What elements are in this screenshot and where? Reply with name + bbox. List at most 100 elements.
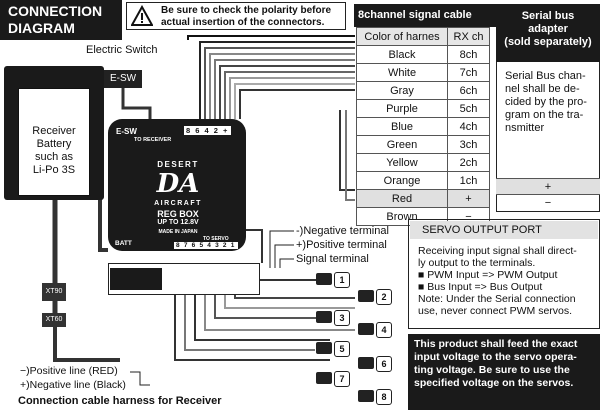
electric-switch: E-SW [104,70,142,88]
battery-line: Li-Po 3S [32,164,76,176]
serial-bus-plus: + [496,178,600,195]
table-cell: 5ch [447,99,490,118]
servo-number: 4 [376,322,392,338]
table-cell: Black [356,45,448,64]
notice-line: specified voltage on the servos. [414,377,574,389]
regbox-pins-bottom: 8 7 6 5 4 3 2 1 [174,242,238,249]
xt60-connector: XT60 [42,313,66,327]
servo-output-line: ■ PWM Input => PWM Output [418,269,558,281]
harness-positive-line: +)Negative line (Black) [20,379,126,391]
regbox-to-servo: TO SERVO [203,236,229,242]
negative-terminal-label: -)Negative terminal [296,225,389,237]
table-cell: Yellow [356,153,448,172]
warning-line2: actual insertion of the connectors. [161,17,325,28]
diagram-title: CONNECTION DIAGRAM [0,0,122,40]
table-row: Blue 4ch [356,117,490,136]
signal-terminal-label: Signal terminal [296,253,369,265]
serial-title-line: Serial bus [521,10,575,22]
table-header: Color of harnes [356,27,448,46]
table-row: Gray 6ch [356,81,490,100]
warning-icon [131,5,153,26]
table-row: Orange 1ch [356,171,490,190]
table-cell: Blue [356,117,448,136]
table-row: Red + [356,189,490,208]
table-row: Green 3ch [356,135,490,154]
reg-box-unit [108,119,246,251]
table-cell: 8ch [447,45,490,64]
servo-output-description: Receiving input signal shall direct- ly … [418,245,600,317]
table-row: Black 8ch [356,45,490,64]
table-cell: Gray [356,81,448,100]
servo-number: 8 [376,389,392,405]
serial-title-line: (sold separately) [504,36,592,48]
table-cell: 7ch [447,63,490,82]
serial-title-line: adapter [528,23,568,35]
table-cell: 2ch [447,153,490,172]
servo-number: 7 [334,371,350,387]
xt90-connector: XT90 [42,283,66,301]
regbox-to-receiver: TO RECEIVER [134,137,172,143]
table-row: Purple 5ch [356,99,490,118]
notice-line: ting voltage. Be sure to use the [414,364,570,376]
servo-output-line: Note: Under the Serial connection [418,293,576,305]
table-cell: 1ch [447,171,490,190]
servo-output-title: SERVO OUTPUT PORT [410,221,598,239]
title-line2: DIAGRAM [8,20,75,36]
table-header: RX ch [447,27,490,46]
servo-number: 3 [334,310,350,326]
serial-bus-title: Serial bus adapter (sold separately) [496,4,600,62]
voltage-notice: This product shall feed the exact input … [408,334,600,410]
table-cell: White [356,63,448,82]
table-header-row: Color of harnes RX ch [356,27,490,46]
regbox-esw-port: E-SW [116,127,137,136]
servo-output-line: ■ Bus Input => Bus Output [418,281,543,293]
warning-line1: Be sure to check the polarity before [161,5,332,16]
serial-body-line: nsmitter [505,122,545,134]
electric-switch-label: Electric Switch [86,44,158,56]
regbox-brand-desert: DESERT [157,160,199,169]
servo-number: 2 [376,289,392,305]
serial-bus-description: Serial Bus chan- nel shall be de- cided … [505,70,597,135]
battery-line: Receiver [32,125,76,137]
notice-line: input voltage to the servo opera- [414,351,577,363]
table-cell: Purple [356,99,448,118]
notice-line: This product shall feed the exact [414,338,578,350]
regbox-brand-aircraft: AIRCRAFT [154,200,202,207]
regbox-logo: DA [156,169,200,199]
servo-number: 6 [376,356,392,372]
battery-line: such as [35,151,73,163]
servo-number: 5 [334,341,350,357]
wire-color-table: Color of harnes RX ch Black 8ch White 7c… [356,27,490,226]
positive-terminal-label: +)Positive terminal [296,239,387,251]
harness-negative-line: −)Positive line (RED) [20,365,118,377]
polarity-warning: Be sure to check the polarity before act… [126,2,346,30]
serial-body-line: Serial Bus chan- [505,70,586,82]
table-cell: Green [356,135,448,154]
battery-line: Battery [36,138,72,150]
servo-output-line: use, never connect PWM servos. [418,305,573,317]
receiver-battery-label: Receiver Battery such as Li-Po 3S [18,88,90,196]
table-cell: + [447,189,490,208]
title-line1: CONNECTION [8,3,103,19]
wire-table-title: 8channel signal cable wires [354,4,496,44]
table-row: Yellow 2ch [356,153,490,172]
regbox-made-in: MADE IN JAPAN [158,229,198,235]
regbox-voltage: UP TO 12.8V [157,219,199,226]
table-cell: 3ch [447,135,490,154]
regbox-model: REG BOX [157,209,199,219]
regbox-pins-top: 8 6 4 2 + [184,126,231,135]
serial-body-line: gram on the tra- [505,109,584,121]
servo-output-line: Receiving input signal shall direct- [418,245,577,257]
regbox-batt-port: BATT [115,240,132,247]
servo-number: 1 [334,272,350,288]
serial-body-line: cided by the pro- [505,96,587,108]
servo-output-line: ly output to the terminals. [418,257,536,269]
serial-bus-minus: − [544,197,552,209]
table-cell: Red [356,189,448,208]
table-cell: 6ch [447,81,490,100]
table-row: White 7ch [356,63,490,82]
table-cell: Orange [356,171,448,190]
connector-strip-housing [110,268,162,290]
table-cell: 4ch [447,117,490,136]
